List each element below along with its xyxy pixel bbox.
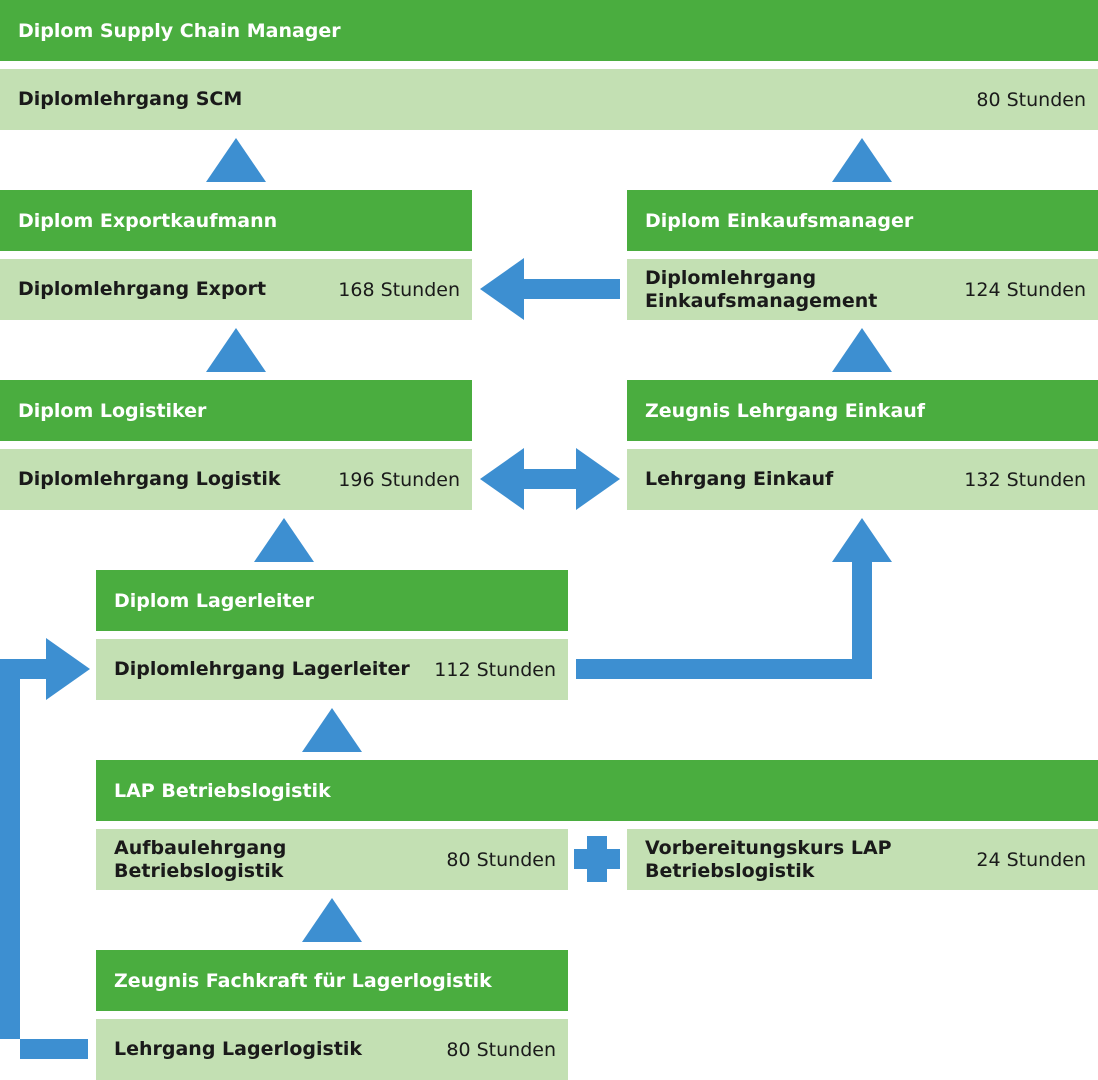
course-name: Lehrgang Einkauf — [645, 468, 834, 490]
triangle-einkauf-to-einkaufsmanager — [832, 328, 892, 372]
course-name-line1: Vorbereitungskurs LAP — [645, 836, 892, 859]
course-hours: 24 Stunden — [976, 848, 1086, 871]
header-diplom-einkaufsmanager: Diplom Einkaufsmanager — [627, 190, 1098, 251]
course-hours: 196 Stunden — [338, 468, 460, 491]
course-name-line2: Einkaufsmanagement — [645, 289, 878, 312]
triangle-einkaufsmanager-to-scm — [832, 138, 892, 182]
course-name: Diplomlehrgang Logistik — [18, 468, 281, 490]
elbow-arrow-lagerleiter-to-einkauf — [576, 518, 892, 679]
course-name-line2: Betriebslogistik — [645, 859, 815, 882]
course-lehrgang-lagerlogistik: Lehrgang Lagerlogistik 80 Stunden — [96, 1019, 568, 1080]
course-hours: 132 Stunden — [964, 468, 1086, 491]
header-diplom-supply-chain-manager: Diplom Supply Chain Manager — [0, 0, 1098, 61]
course-name: Diplomlehrgang Export — [18, 278, 267, 300]
course-hours: 80 Stunden — [976, 88, 1086, 111]
plus-icon — [574, 836, 620, 882]
triangle-lap-to-lagerleiter — [302, 708, 362, 752]
triangle-fachkraft-to-lap — [302, 898, 362, 942]
triangle-lagerleiter-to-logistiker — [254, 518, 314, 562]
triangle-export-to-scm — [206, 138, 266, 182]
course-name: Diplomlehrgang SCM — [18, 88, 243, 110]
course-name-line1: Diplomlehrgang — [645, 266, 817, 289]
header-diplom-logistiker: Diplom Logistiker — [0, 380, 472, 441]
header-lap-betriebslogistik: LAP Betriebslogistik — [96, 760, 1098, 821]
header-zeugnis-fachkraft-lagerlogistik: Zeugnis Fachkraft für Lagerlogistik — [96, 950, 568, 1011]
course-name: Lehrgang Lagerlogistik — [114, 1038, 363, 1060]
course-diplomlehrgang-export: Diplomlehrgang Export 168 Stunden — [0, 259, 472, 320]
header-diplom-lagerleiter: Diplom Lagerleiter — [96, 570, 568, 631]
elbow-arrow-fachkraft-to-lagerleiter — [0, 638, 90, 1059]
header-zeugnis-lehrgang-einkauf: Zeugnis Lehrgang Einkauf — [627, 380, 1098, 441]
arrow-einkaufsmanager-to-export — [480, 258, 620, 320]
triangle-logistiker-to-export — [206, 328, 266, 372]
course-aufbaulehrgang-betriebslogistik: Aufbaulehrgang Betriebslogistik 80 Stund… — [96, 829, 568, 890]
course-name: Diplomlehrgang Lagerleiter — [114, 658, 410, 680]
course-hours: 168 Stunden — [338, 278, 460, 301]
course-hours: 80 Stunden — [446, 848, 556, 871]
course-name: Aufbaulehrgang Betriebslogistik — [114, 836, 287, 882]
course-diplomlehrgang-logistik: Diplomlehrgang Logistik 196 Stunden — [0, 449, 472, 510]
header-diplom-exportkaufmann: Diplom Exportkaufmann — [0, 190, 472, 251]
course-hours: 80 Stunden — [446, 1038, 556, 1061]
course-diplomlehrgang-scm: Diplomlehrgang SCM 80 Stunden — [0, 69, 1098, 130]
course-diplomlehrgang-lagerleiter: Diplomlehrgang Lagerleiter 112 Stunden — [96, 639, 568, 700]
course-lehrgang-einkauf: Lehrgang Einkauf 132 Stunden — [627, 449, 1098, 510]
course-hours: 124 Stunden — [964, 278, 1086, 301]
course-hours: 112 Stunden — [434, 658, 556, 681]
double-arrow-logistik-einkauf — [480, 448, 620, 510]
